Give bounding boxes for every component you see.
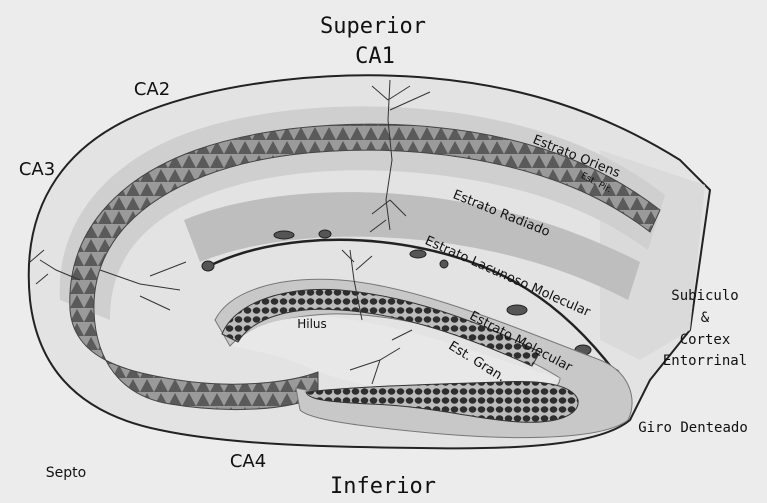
ca1-label: CA1 [355,44,395,69]
inferior-label: Inferior [330,474,436,499]
ca4-label: CA4 [230,451,266,472]
ca3-label: CA3 [19,159,55,180]
superior-label: Superior [320,14,426,39]
giro-denteado-label: Giro Denteado [638,420,748,436]
ca2-label: CA2 [134,79,170,100]
ampersand-label: & [701,310,710,326]
cortex-label: Cortex [680,332,731,348]
entorrinal-label: Entorrinal [663,353,747,369]
subiculo-label: Subiculo [671,288,738,304]
hilus-label: Hilus [297,317,327,331]
septo-label: Septo [46,465,86,481]
